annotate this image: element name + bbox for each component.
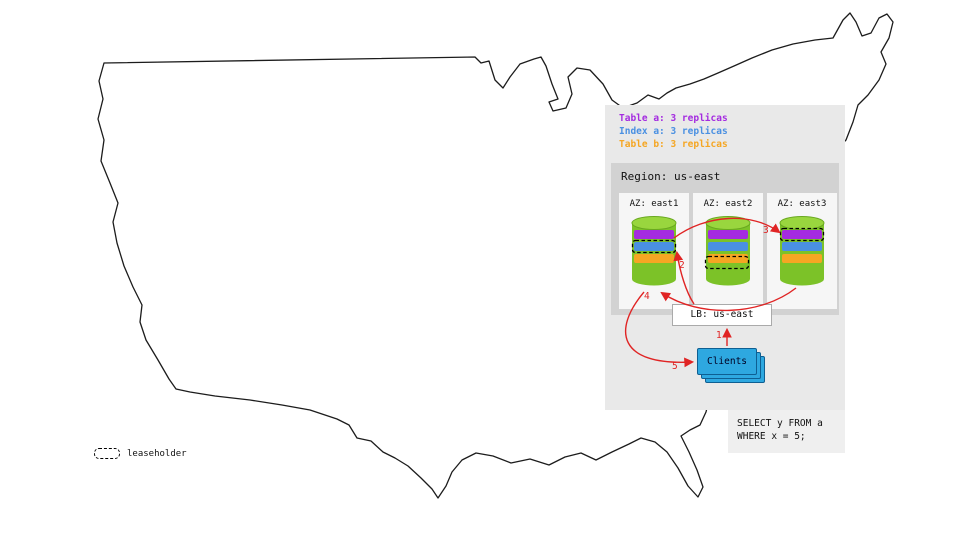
az-east3: AZ: east3 <box>767 193 837 309</box>
sql-line-2: WHERE x = 5; <box>737 431 806 442</box>
legend-index-a: Index a: 3 replicas <box>619 126 728 137</box>
cylinder-top <box>779 216 825 230</box>
topology-panel: Table a: 3 replicas Index a: 3 replicas … <box>605 105 845 410</box>
leaseholder-dashed-icon <box>94 448 120 459</box>
az-east1-label: AZ: east1 <box>629 199 679 209</box>
bar-table-b <box>782 254 822 263</box>
az-east3-label: AZ: east3 <box>777 199 827 209</box>
database-cylinder-icon <box>779 216 825 286</box>
bar-index-a <box>708 242 748 251</box>
az-east2-label: AZ: east2 <box>703 199 753 209</box>
cylinder-top <box>705 216 751 230</box>
sql-query-box: SELECT y FROM a WHERE x = 5; <box>728 410 845 453</box>
bar-table-b <box>708 254 748 263</box>
clients-label: Clients <box>706 356 748 367</box>
replica-legend: Table a: 3 replicas Index a: 3 replicas … <box>619 112 728 151</box>
arrow-label-1: 1 <box>716 330 722 341</box>
bar-index-a <box>634 242 674 251</box>
arrow-label-5: 5 <box>672 361 678 372</box>
database-cylinder-icon <box>631 216 677 286</box>
clients-stack: Clients <box>697 348 769 386</box>
clients-box: Clients <box>697 348 757 375</box>
bar-table-b <box>634 254 674 263</box>
leaseholder-outline-table-a <box>779 227 825 242</box>
az-row: AZ: east1 AZ: east2 <box>619 193 837 309</box>
region-box: Region: us-east AZ: east1 <box>611 163 839 315</box>
arrow-label-4: 4 <box>644 291 650 302</box>
bar-index-a <box>782 242 822 251</box>
load-balancer-box: LB: us-east <box>672 304 772 326</box>
az-east2: AZ: east2 <box>693 193 763 309</box>
leaseholder-legend: leaseholder <box>94 448 187 459</box>
legend-table-b: Table b: 3 replicas <box>619 139 728 150</box>
region-title: Region: us-east <box>621 170 721 183</box>
leaseholder-outline-table-b <box>704 255 750 270</box>
bar-table-a <box>708 230 748 239</box>
az-east1: AZ: east1 <box>619 193 689 309</box>
legend-table-a: Table a: 3 replicas <box>619 113 728 124</box>
arrow-label-3: 3 <box>763 225 769 236</box>
cylinder-top <box>631 216 677 230</box>
leaseholder-outline-index-a <box>631 239 677 254</box>
bar-table-a <box>782 230 822 239</box>
bar-table-a <box>634 230 674 239</box>
arrow-label-2: 2 <box>679 260 685 271</box>
sql-line-1: SELECT y FROM a <box>737 418 823 429</box>
leaseholder-legend-label: leaseholder <box>127 448 187 459</box>
database-cylinder-icon <box>704 216 751 286</box>
